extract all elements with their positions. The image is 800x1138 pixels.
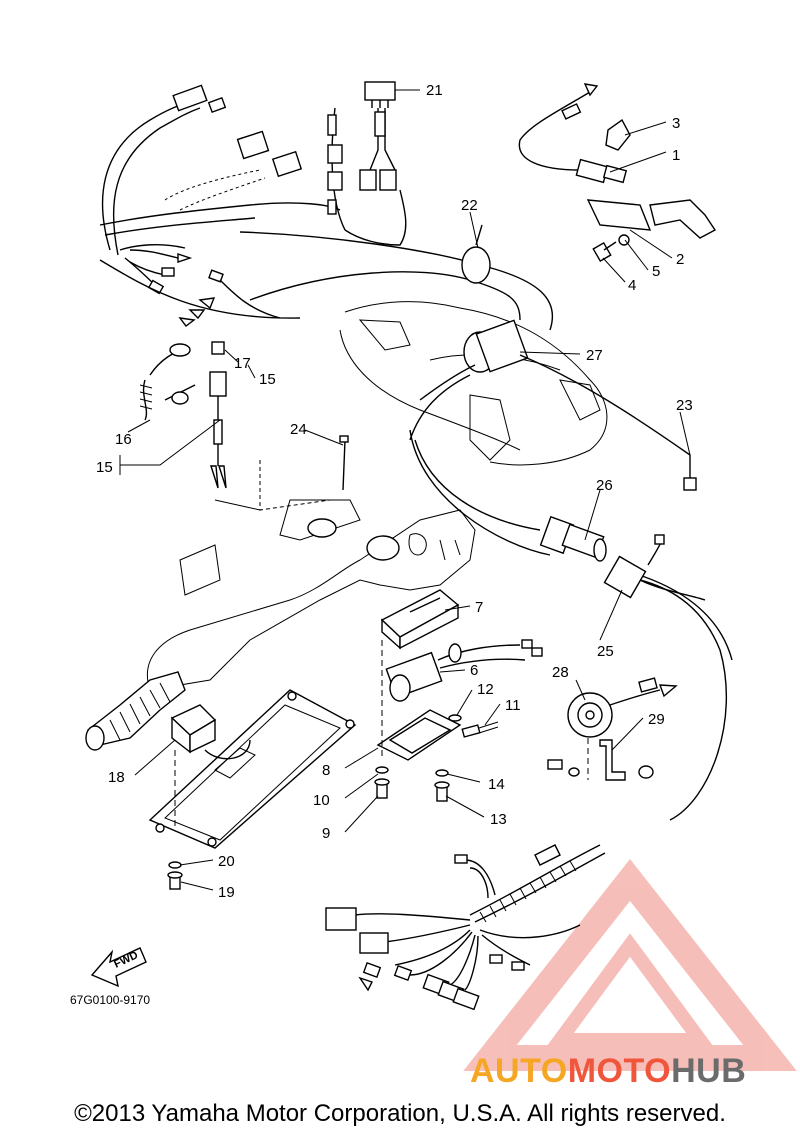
part-27-connector-housing: [409, 319, 697, 491]
callout-19: 19: [218, 884, 235, 901]
callout-17: 17: [234, 355, 251, 372]
drawing-code: 67G0100-9170: [70, 993, 150, 1007]
parts-1-5-neutral-switch-assembly: [518, 83, 717, 263]
callout-22: 22: [461, 197, 478, 214]
fwd-arrow-icon: FWD: [90, 947, 147, 988]
callout-9: 9: [322, 825, 330, 842]
callout-5: 5: [652, 263, 660, 280]
steering-bracket-casting: [339, 301, 608, 466]
parts-15-17-lanyard-switch: [119, 341, 227, 489]
callout-7: 7: [475, 599, 483, 616]
remote-control-cables: [409, 429, 733, 821]
callout-11: 11: [505, 697, 521, 714]
lower-wiring-harness: [325, 844, 606, 1011]
harness-routing-cables: [239, 231, 554, 331]
part-6-starter-switch: [385, 639, 543, 702]
part-18-stop-switch: [170, 704, 251, 830]
part-7-cover: [380, 589, 460, 650]
callout-23: 23: [676, 397, 693, 414]
watermark-wordmark: AUTOMOTOHUB: [470, 1052, 746, 1091]
callout-1: 1: [672, 147, 680, 164]
callout-29: 29: [648, 711, 665, 728]
lower-cover-plate: [148, 689, 357, 849]
callout-24: 24: [290, 421, 307, 438]
callout-numbers: 1 2 3 4 5 6 7 8 9 10 11 12 13 14 15 15 1…: [96, 82, 693, 901]
part-22-cable-tie: [461, 224, 491, 284]
callout-13: 13: [490, 811, 507, 828]
callout-18: 18: [108, 769, 125, 786]
callout-28: 28: [552, 664, 569, 681]
part-8-relay-bracket: [376, 640, 462, 761]
watermark-hub: HUB: [671, 1052, 747, 1090]
copyright-notice: ©2013 Yamaha Motor Corporation, U.S.A. A…: [74, 1100, 726, 1127]
fasteners: [167, 714, 499, 890]
callout-8: 8: [322, 762, 330, 779]
callout-15-lower: 15: [96, 459, 113, 476]
callout-leader-lines: [127, 89, 691, 891]
callout-4: 4: [628, 277, 636, 294]
callout-21: 21: [426, 82, 443, 99]
watermark-moto: MOTO: [567, 1052, 672, 1090]
callout-20: 20: [218, 853, 235, 870]
tiller-handle-casting: [146, 460, 476, 691]
callout-10: 10: [313, 792, 330, 809]
callout-15-upper: 15: [259, 371, 276, 388]
part-28-buzzer: [547, 677, 678, 781]
callout-6: 6: [470, 662, 478, 679]
callout-26: 26: [596, 477, 613, 494]
callout-14: 14: [488, 776, 505, 793]
part-24-clip: [339, 435, 349, 491]
callout-27: 27: [586, 347, 603, 364]
part-21-connector-lead: [327, 81, 407, 246]
callout-2: 2: [676, 251, 684, 268]
watermark-triangle-logo: [463, 858, 797, 1071]
callout-3: 3: [672, 115, 680, 132]
callout-16: 16: [115, 431, 132, 448]
callout-25: 25: [597, 643, 614, 660]
throttle-grip: [85, 671, 186, 751]
callout-12: 12: [477, 681, 494, 698]
main-wiring-harness: [99, 84, 341, 327]
watermark-auto: AUTO: [470, 1052, 568, 1090]
